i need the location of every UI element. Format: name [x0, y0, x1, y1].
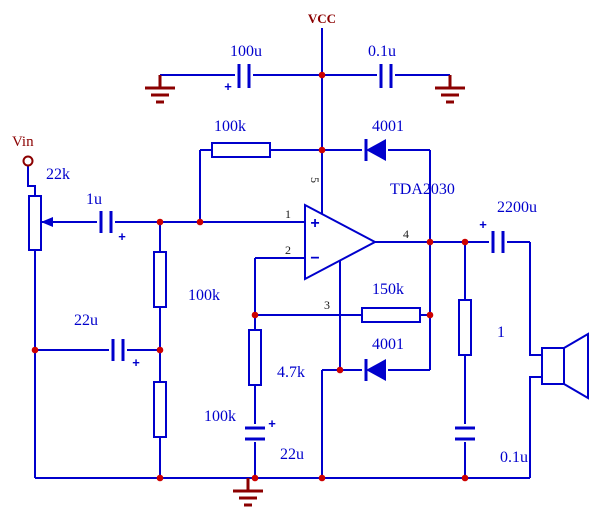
resistor-bias-top — [211, 142, 271, 158]
capacitor-input-coupling — [99, 211, 113, 233]
resistor-bias-mid — [153, 251, 167, 308]
pin-2-label: 2 — [285, 243, 291, 257]
diode-protect-bottom — [366, 359, 386, 381]
junction-dot — [156, 218, 164, 226]
resistor-feedback — [361, 307, 421, 323]
junction-dot — [426, 238, 434, 246]
pin-3-label: 3 — [324, 298, 330, 312]
junction-dot — [156, 474, 164, 482]
wire-vin-drop — [27, 165, 36, 198]
polarity-plus-22u-left: + — [132, 355, 140, 370]
diode-top-label: 4001 — [372, 118, 404, 135]
opamp-plus-sign: + — [310, 215, 319, 232]
resistor-bias-top-label: 100k — [214, 118, 246, 135]
speaker-body — [541, 347, 565, 385]
vin-terminal — [22, 155, 34, 167]
resistor-zobel-label: 1 — [497, 324, 505, 341]
opamp-triangle — [304, 203, 378, 281]
junction-dot — [251, 311, 259, 319]
polarity-plus-2200u: + — [479, 217, 487, 232]
vin-label: Vin — [12, 134, 34, 150]
capacitor-supply-bulk — [237, 64, 251, 88]
resistors — [28, 142, 472, 438]
capacitor-gain-bypass — [245, 426, 265, 441]
diodes — [362, 138, 388, 382]
speaker-icon — [541, 332, 589, 400]
ic-name-label: TDA2030 — [390, 181, 455, 198]
cap-output-label: 2200u — [497, 199, 537, 216]
diode-bottom-label: 4001 — [372, 336, 404, 353]
resistor-gain — [248, 329, 262, 386]
wire-speaker-top — [529, 242, 542, 356]
ground-icon-top-right — [435, 75, 465, 104]
pot-wiper-arrow — [41, 217, 53, 227]
resistor-gain-label: 4.7k — [277, 364, 305, 381]
resistor-bias-lower — [153, 381, 167, 438]
pot-label: 22k — [46, 166, 70, 183]
cap-supply-bypass-label: 0.1u — [368, 43, 396, 60]
capacitor-bias-decoupling — [111, 339, 125, 361]
junction-dot — [31, 346, 39, 354]
pin-1-label: 1 — [285, 207, 291, 221]
cap-supply-bulk-label: 100u — [230, 43, 262, 60]
ground-symbols — [145, 75, 465, 507]
polarity-plus-100u: + — [224, 79, 232, 94]
wire-speaker-bottom — [529, 376, 542, 478]
pin-5-label: 5 — [308, 177, 322, 183]
speaker-cone — [563, 332, 589, 400]
polarity-plus-22u-bottom: + — [268, 416, 276, 431]
resistor-zobel — [458, 299, 472, 356]
ground-icon-bottom — [233, 478, 263, 507]
opamp-minus-sign: − — [310, 250, 319, 267]
pin-4-label: 4 — [403, 227, 409, 241]
resistor-volume-pot — [28, 195, 42, 251]
junction-dot — [251, 474, 259, 482]
junction-dots — [31, 71, 469, 482]
resistor-feedback-label: 150k — [372, 281, 404, 298]
cap-zobel-label: 0.1u — [500, 449, 528, 466]
capacitor-zobel — [455, 426, 475, 441]
capacitors — [97, 62, 507, 442]
junction-dot — [318, 71, 326, 79]
junction-dot — [156, 346, 164, 354]
diode-protect-top — [366, 139, 386, 161]
resistor-bias-lower-label: 100k — [204, 408, 236, 425]
resistor-bias-mid-label: 100k — [188, 287, 220, 304]
junction-dot — [318, 474, 326, 482]
junction-dot — [196, 218, 204, 226]
capacitor-supply-bypass — [379, 64, 393, 88]
cap-gain-bypass-label: 22u — [280, 446, 304, 463]
ground-icon-top-left — [145, 75, 175, 104]
junction-dot — [426, 311, 434, 319]
vcc-label: VCC — [308, 11, 336, 26]
polarity-plus-1u: + — [118, 229, 126, 244]
junction-dot — [336, 366, 344, 374]
cap-bias-label: 22u — [74, 312, 98, 329]
capacitor-output-coupling — [491, 231, 505, 253]
junction-dot — [461, 474, 469, 482]
junction-dot — [461, 238, 469, 246]
junction-dot — [318, 146, 326, 154]
cap-input-label: 1u — [86, 191, 102, 208]
